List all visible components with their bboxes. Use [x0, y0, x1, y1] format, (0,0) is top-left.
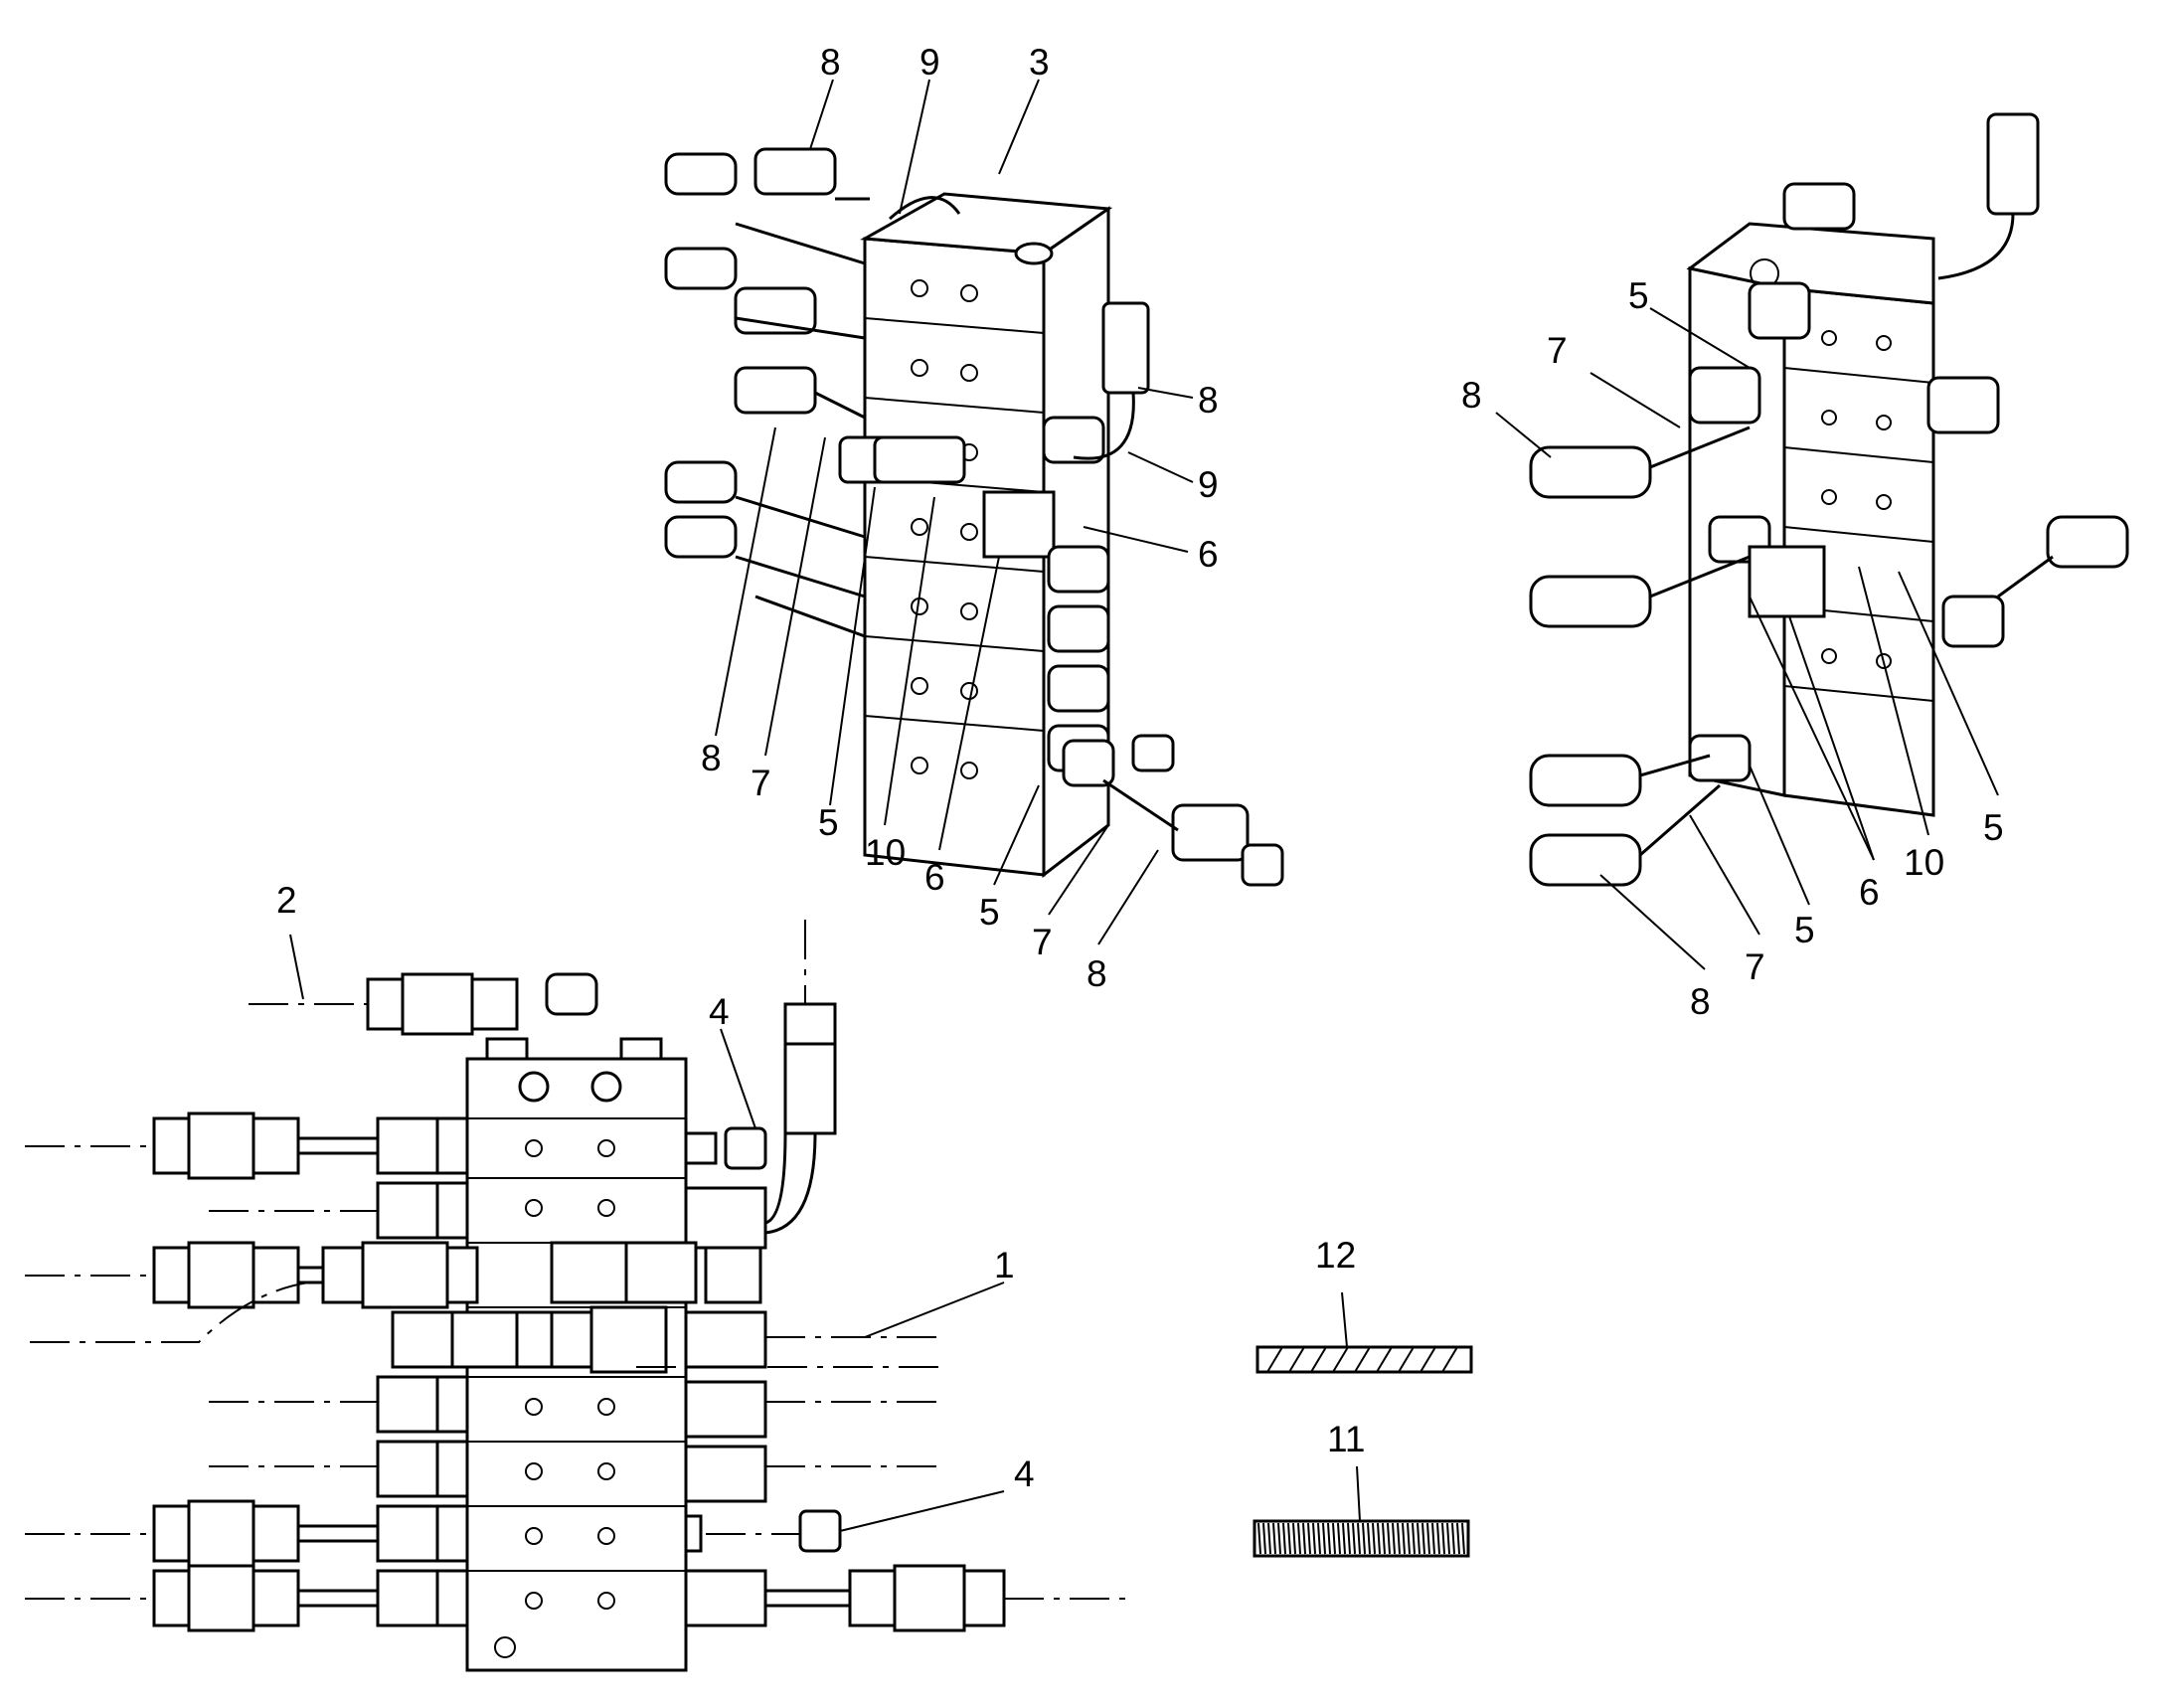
callout-top-8c: 8: [701, 738, 722, 778]
callout-front-4b: 4: [1014, 1453, 1035, 1494]
thread-line: [1461, 1522, 1465, 1555]
front-view-valve-block: 2 4 1 4: [25, 880, 1133, 1672]
callout-right-7b: 7: [1745, 946, 1765, 987]
thread-line: [1282, 1522, 1286, 1555]
thread-line: [1287, 1522, 1291, 1555]
thread-line: [1277, 1522, 1281, 1555]
callout-right-5c: 5: [1794, 910, 1815, 950]
isometric-valve-block-top: 8 9 3 8 9 6 8 7 5 10 6 5 7 8: [664, 42, 1284, 994]
thread-line: [1332, 1522, 1336, 1555]
callout-top-8d: 8: [1086, 953, 1107, 994]
thread-line: [1347, 1522, 1351, 1555]
thread-line: [1421, 1522, 1425, 1555]
thread-line: [1337, 1522, 1341, 1555]
centerlines: [25, 920, 1133, 1600]
callout-top-8a: 8: [820, 42, 841, 83]
callout-front-1: 1: [994, 1245, 1015, 1285]
thread-line: [1372, 1522, 1376, 1555]
thread-line: [1446, 1522, 1450, 1555]
thread-line: [1267, 1522, 1271, 1555]
callout-12: 12: [1315, 1235, 1356, 1276]
thread-line: [1397, 1522, 1401, 1555]
callouts-right-view: 5 7 8 5 10 6 5 7 8: [1461, 275, 2004, 1022]
thread-line: [1312, 1522, 1316, 1555]
thread-line: [1297, 1522, 1301, 1555]
thread-line: [1262, 1522, 1266, 1555]
callout-top-3: 3: [1029, 42, 1050, 83]
thread-line: [1272, 1522, 1276, 1555]
thread-line: [1436, 1522, 1440, 1555]
callout-right-6: 6: [1859, 872, 1880, 913]
thread-line: [1317, 1522, 1321, 1555]
thread-line: [1367, 1522, 1371, 1555]
thread-line: [1292, 1522, 1296, 1555]
thread-line: [1417, 1522, 1421, 1555]
callout-right-8a: 8: [1461, 375, 1482, 416]
thread-line: [1382, 1522, 1386, 1555]
callout-top-8b: 8: [1198, 380, 1219, 421]
thread-line: [1377, 1522, 1381, 1555]
thread-line: [1456, 1522, 1460, 1555]
callout-top-9a: 9: [919, 42, 940, 83]
callout-top-9b: 9: [1198, 464, 1219, 505]
callout-right-8b: 8: [1690, 981, 1711, 1022]
callout-top-7a: 7: [751, 763, 771, 803]
callout-right-7a: 7: [1547, 330, 1568, 371]
callouts-top-view: 8 9 3 8 9 6 8 7 5 10 6 5 7 8: [701, 42, 1219, 994]
callout-top-7b: 7: [1032, 922, 1053, 962]
callout-top-10: 10: [865, 832, 906, 873]
thread-line: [1302, 1522, 1306, 1555]
callout-right-10: 10: [1904, 842, 1944, 883]
thread-line: [1327, 1522, 1331, 1555]
callout-top-5b: 5: [979, 892, 1000, 933]
thread-line: [1257, 1522, 1261, 1555]
loose-part-12: 12: [1255, 1235, 1473, 1374]
leader-lines-right: [1495, 307, 1999, 970]
callout-top-5a: 5: [818, 802, 839, 843]
callout-top-6a: 6: [1198, 534, 1219, 575]
callout-top-6b: 6: [924, 857, 945, 898]
thread-line: [1387, 1522, 1391, 1555]
thread-line: [1451, 1522, 1455, 1555]
thread-line: [1362, 1522, 1366, 1555]
thread-line: [1342, 1522, 1346, 1555]
thread-line: [1307, 1522, 1311, 1555]
callout-front-4a: 4: [709, 991, 730, 1032]
isometric-valve-block-right: 5 7 8 5 10 6 5 7 8: [1461, 112, 2129, 1022]
thread-line: [1407, 1522, 1411, 1555]
callout-right-5b: 5: [1983, 807, 2004, 848]
callout-front-2: 2: [276, 880, 297, 921]
thread-line: [1441, 1522, 1445, 1555]
thread-line: [1402, 1522, 1406, 1555]
callout-right-5a: 5: [1628, 275, 1649, 316]
thread-line: [1392, 1522, 1396, 1555]
loose-part-11: 11: [1253, 1419, 1470, 1558]
leader-lines-front: [289, 934, 1005, 1532]
thread-line: [1431, 1522, 1435, 1555]
leader-lines: [715, 79, 1194, 945]
thread-line: [1352, 1522, 1356, 1555]
callout-11: 11: [1327, 1419, 1365, 1459]
thread-line: [1426, 1522, 1430, 1555]
callouts-front-view: 2 4 1 4: [276, 880, 1035, 1494]
thread-line: [1357, 1522, 1361, 1555]
thread-line: [1412, 1522, 1416, 1555]
thread-line: [1322, 1522, 1326, 1555]
